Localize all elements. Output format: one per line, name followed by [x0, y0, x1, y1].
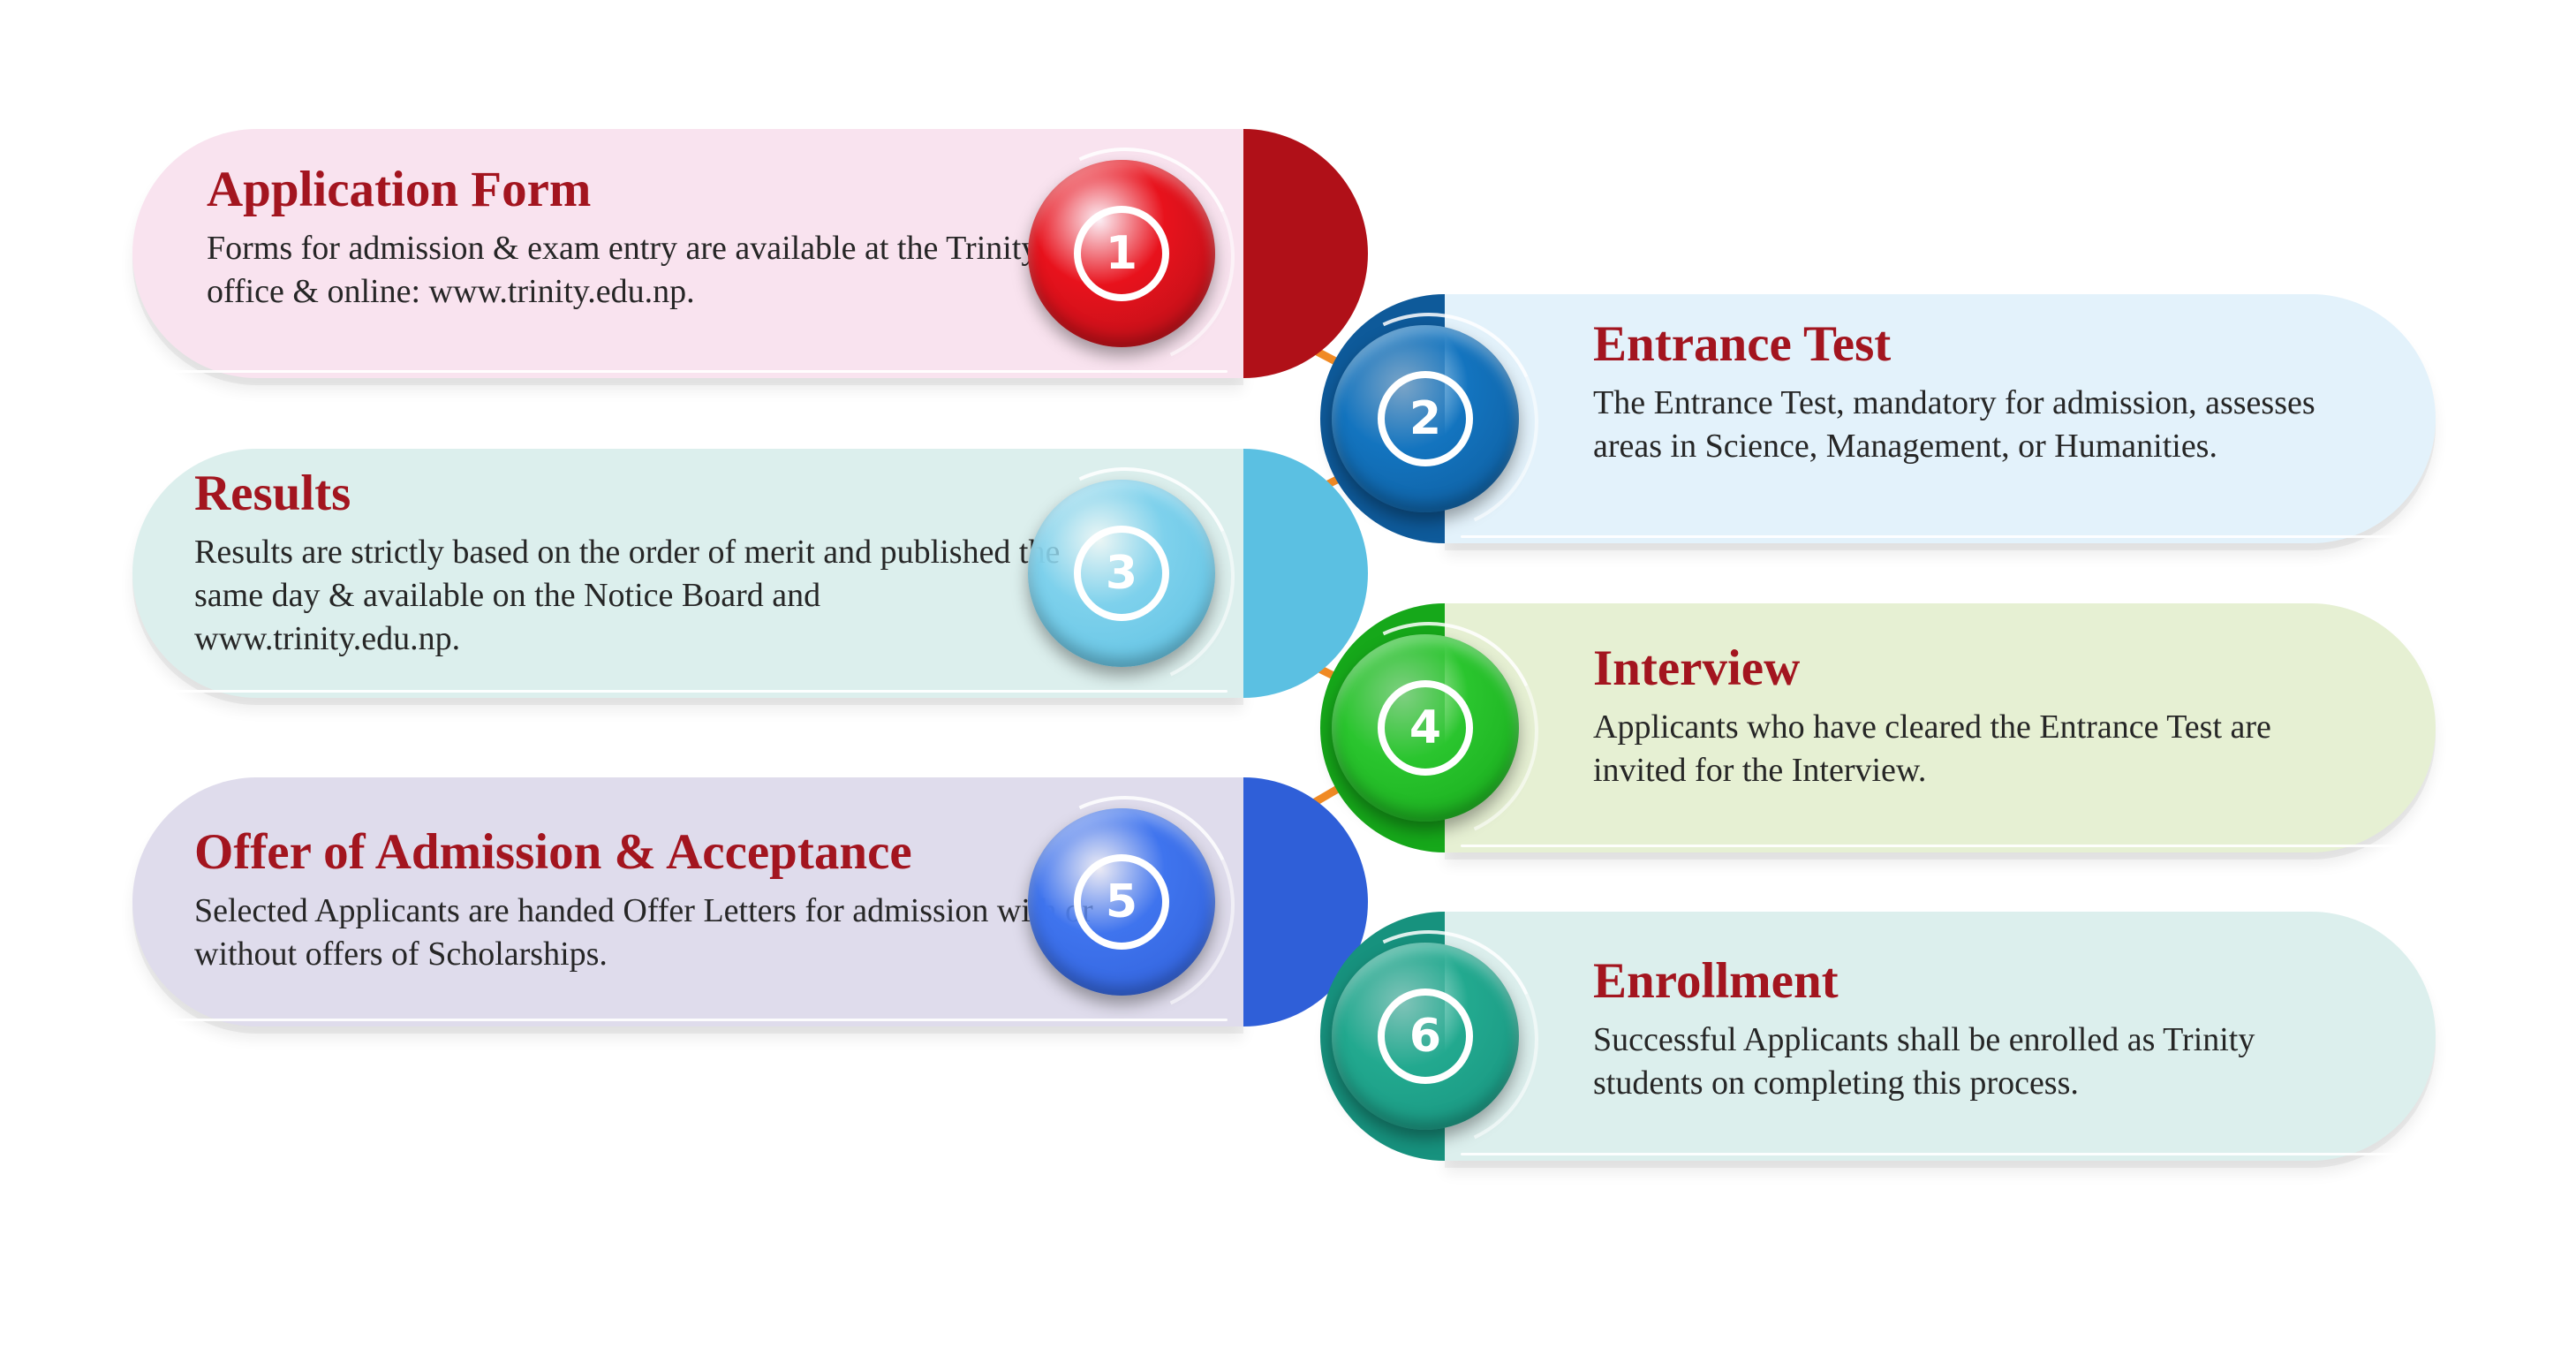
step-3-description: Results are strictly based on the order …	[194, 534, 1061, 657]
step-2-description: The Entrance Test, mandatory for admissi…	[1593, 384, 2315, 465]
step-1-description: Forms for admission & exam entry are ava…	[207, 230, 1039, 310]
step-4-card: 4 Interview Applicants who have cleared …	[1288, 591, 2436, 872]
step-6-number: 6	[1378, 989, 1473, 1084]
step-5-description: Selected Applicants are handed Offer Let…	[194, 892, 1093, 973]
step-1-card: Application Form Forms for admission & e…	[132, 117, 1368, 398]
step-6-badge: 6	[1288, 899, 1569, 1180]
step-2-number: 2	[1378, 371, 1473, 466]
step-3-card: Results Results are strictly based on th…	[132, 436, 1368, 717]
step-6-card: 6 Enrollment Successful Applicants shall…	[1288, 899, 2436, 1180]
step-4-number: 4	[1378, 680, 1473, 776]
step-4-badge: 4	[1288, 591, 1569, 872]
step-1-badge: 1	[985, 117, 1265, 398]
step-3-number: 3	[1074, 526, 1169, 621]
step-4-title: Interview	[1593, 640, 1801, 696]
step-2-badge: 2	[1288, 282, 1569, 563]
step-5-badge: 5	[985, 765, 1265, 1046]
step-5-card: Offer of Admission & Acceptance Selected…	[132, 765, 1368, 1046]
step-5-title: Offer of Admission & Acceptance	[194, 824, 912, 880]
step-3-badge: 3	[985, 436, 1265, 717]
step-6-description: Successful Applicants shall be enrolled …	[1593, 1021, 2255, 1102]
step-2-title: Entrance Test	[1593, 316, 1892, 372]
step-2-card: 2 Entrance Test The Entrance Test, manda…	[1288, 282, 2436, 563]
step-6-title: Enrollment	[1593, 953, 1839, 1009]
step-1-title: Application Form	[207, 162, 592, 217]
step-3-title: Results	[194, 466, 351, 521]
step-4-description: Applicants who have cleared the Entrance…	[1593, 708, 2271, 789]
step-5-number: 5	[1074, 854, 1169, 950]
step-1-number: 1	[1074, 206, 1169, 301]
